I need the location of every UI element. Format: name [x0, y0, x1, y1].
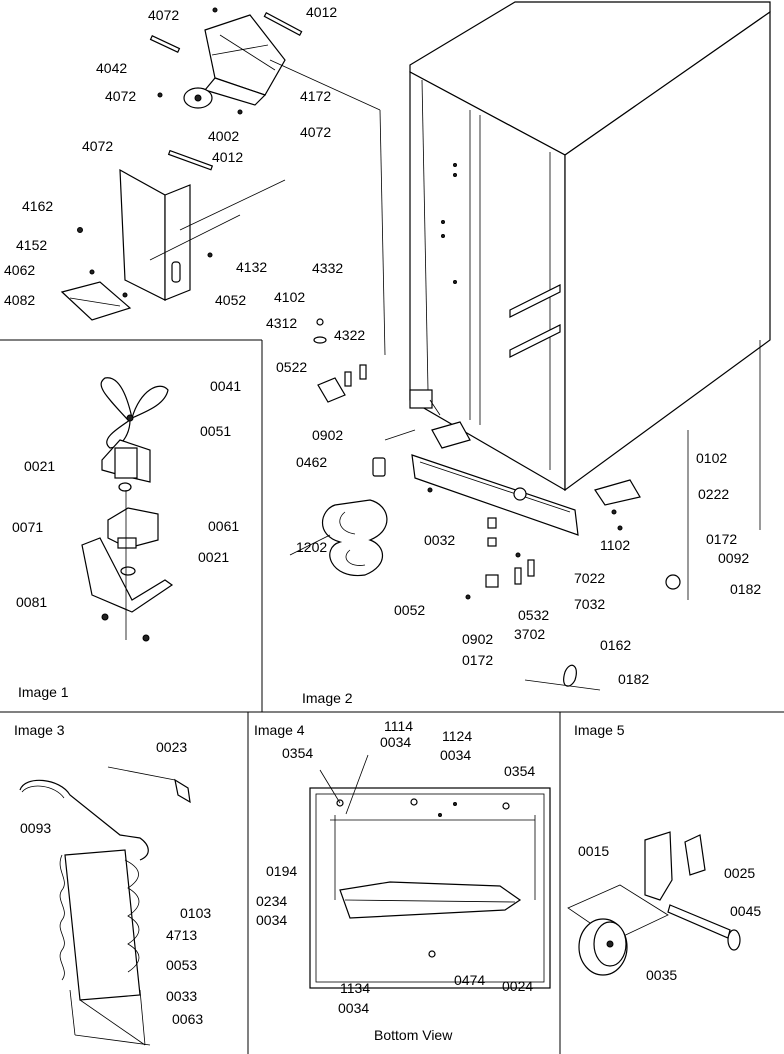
image4-bottom-view-drawing — [309, 754, 551, 989]
label: 0522 — [276, 359, 307, 375]
label: 0053 — [166, 957, 197, 973]
label: 4082 — [4, 292, 35, 308]
image2-caption: Image 2 — [302, 690, 353, 706]
label: 0063 — [172, 1011, 203, 1027]
label: 4062 — [4, 262, 35, 278]
label: 4012 — [306, 4, 337, 20]
label: 4162 — [22, 198, 53, 214]
label: 0093 — [20, 820, 51, 836]
label: 0034 — [338, 1000, 369, 1016]
label: 7022 — [574, 570, 605, 586]
label: 0024 — [502, 978, 533, 994]
label: 4713 — [166, 927, 197, 943]
panel-borders — [0, 339, 784, 1054]
label: 0021 — [24, 458, 55, 474]
label: 1134 — [340, 980, 370, 996]
label: 0034 — [440, 747, 471, 763]
image4-caption: Image 4 — [254, 722, 305, 738]
label: 0021 — [198, 549, 229, 565]
label: 4102 — [274, 289, 305, 305]
label: 3702 — [514, 626, 545, 642]
label: 4132 — [236, 259, 267, 275]
label: 4072 — [148, 7, 179, 23]
label: 0092 — [718, 550, 749, 566]
image2-parts-drawing — [289, 318, 761, 691]
label: 0071 — [12, 519, 43, 535]
label: 4332 — [312, 260, 343, 276]
label: 0081 — [16, 594, 47, 610]
label: 0041 — [210, 378, 241, 394]
label: 1114 — [384, 718, 413, 734]
label: 4072 — [105, 88, 136, 104]
label: 1102 — [600, 537, 630, 553]
evaporator-fan-assembly-drawing — [60, 7, 386, 356]
bottom-view-caption: Bottom View — [374, 1027, 453, 1043]
label: 4172 — [300, 88, 331, 104]
label: 4072 — [300, 124, 331, 140]
label: 0033 — [166, 988, 197, 1004]
label: 0035 — [646, 967, 677, 983]
image1-fan-motor-drawing — [81, 377, 174, 642]
label: 4072 — [82, 138, 113, 154]
label: 0045 — [730, 903, 761, 919]
label: 0902 — [462, 631, 493, 647]
label: 0032 — [424, 532, 455, 548]
image5-labels: 0015 0025 0045 0035 — [578, 843, 761, 983]
label: 0162 — [600, 637, 631, 653]
label: 4002 — [208, 128, 239, 144]
image-captions: Image 1 Image 2 Image 3 Image 4 Image 5 … — [14, 684, 625, 1043]
image2-labels: 4332 4102 4312 4322 0522 0902 0462 0032 … — [266, 260, 761, 687]
label: 4322 — [334, 327, 365, 343]
label: 0052 — [394, 602, 425, 618]
label: 0015 — [578, 843, 609, 859]
label: 1124 — [442, 728, 472, 744]
label: 0034 — [256, 912, 287, 928]
label: 4152 — [16, 237, 47, 253]
label: 0103 — [180, 905, 211, 921]
label: 1202 — [296, 539, 327, 555]
image4-labels: 1114 0034 1124 0034 0354 0354 0194 0234 … — [256, 718, 535, 1016]
image3-evaporator-drawing — [19, 766, 191, 1046]
label: 7032 — [574, 596, 605, 612]
label: 0532 — [518, 607, 549, 623]
label: 0222 — [698, 486, 729, 502]
image5-roller-drawing — [567, 831, 741, 976]
label: 0034 — [380, 734, 411, 750]
top-labels: 4072 4012 4042 4072 4172 4002 4072 4072 … — [4, 4, 337, 308]
label: 0234 — [256, 893, 287, 909]
label: 0102 — [696, 450, 727, 466]
label: 0474 — [454, 972, 485, 988]
image1-labels: 0041 0051 0021 0061 0071 0021 0081 — [12, 378, 241, 610]
image1-caption: Image 1 — [18, 684, 69, 700]
label: 0182 — [618, 671, 649, 687]
image3-labels: 0023 0093 0103 4713 0053 0033 0063 — [20, 739, 211, 1027]
label: 0354 — [504, 763, 535, 779]
label: 0462 — [296, 454, 327, 470]
label: 0172 — [462, 652, 493, 668]
label: 0354 — [282, 745, 313, 761]
label: 0061 — [208, 518, 239, 534]
label: 4312 — [266, 315, 297, 331]
label: 0023 — [156, 739, 187, 755]
label: 0172 — [706, 531, 737, 547]
cabinet-drawing — [409, 1, 771, 492]
label: 0025 — [724, 865, 755, 881]
label: 0902 — [312, 427, 343, 443]
label: 0194 — [266, 863, 297, 879]
image3-caption: Image 3 — [14, 722, 65, 738]
image5-caption: Image 5 — [574, 722, 625, 738]
label: 4042 — [96, 60, 127, 76]
label: 4052 — [215, 292, 246, 308]
label: 4012 — [212, 149, 243, 165]
label: 0182 — [730, 581, 761, 597]
label: 0051 — [200, 423, 231, 439]
